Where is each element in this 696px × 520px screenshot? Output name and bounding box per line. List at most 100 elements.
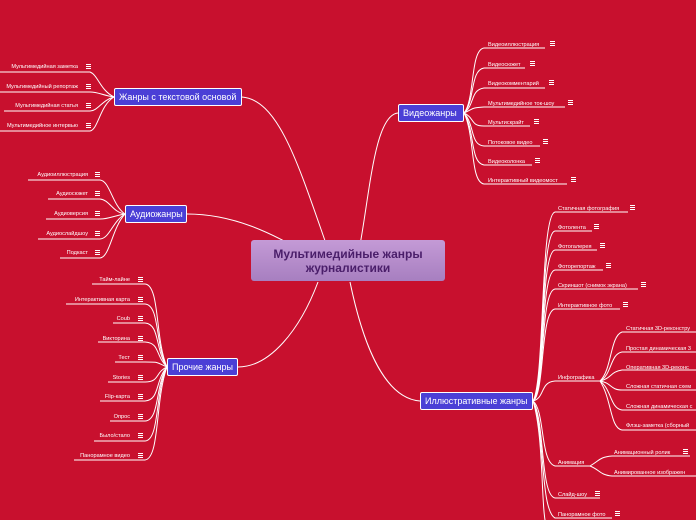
leaf-item[interactable]: Викторина — [96, 335, 130, 343]
notes-icon[interactable] — [568, 100, 573, 105]
notes-icon[interactable] — [138, 414, 143, 419]
leaf-item[interactable]: Мультимедийная статья — [8, 102, 78, 110]
branch-illustrative-genres[interactable]: Иллюстративные жанры — [420, 392, 533, 410]
leaf-item[interactable]: Тест — [112, 354, 130, 362]
leaf-item[interactable]: Flip-карта — [98, 393, 130, 401]
notes-icon[interactable] — [86, 103, 91, 108]
notes-icon[interactable] — [138, 297, 143, 302]
leaf-label: Тест — [118, 355, 130, 361]
leaf-item[interactable]: Фотолента — [558, 224, 586, 232]
leaf-label: Мультимедийное ток-шоу — [488, 101, 555, 107]
notes-icon[interactable] — [535, 158, 540, 163]
animation-node[interactable]: Анимация — [558, 459, 584, 467]
notes-icon[interactable] — [138, 336, 143, 341]
leaf-item[interactable]: Оперативная 3D-реконс — [626, 364, 689, 372]
notes-icon[interactable] — [571, 177, 576, 182]
infographics-node[interactable]: Инфографика — [558, 374, 595, 382]
notes-icon[interactable] — [95, 172, 100, 177]
leaf-item[interactable]: Видеокомментарий — [488, 80, 539, 88]
notes-icon[interactable] — [138, 453, 143, 458]
leaf-label: Видеоиллюстрация — [488, 42, 540, 48]
leaf-item[interactable]: Слайд-шоу — [558, 491, 587, 499]
leaf-item[interactable]: Интерактивный видеомост — [488, 177, 558, 185]
leaf-item[interactable]: Фоторепортаж — [558, 263, 596, 271]
leaf-label: Видеокомментарий — [488, 81, 539, 87]
leaf-item[interactable]: Stories — [104, 374, 130, 382]
notes-icon[interactable] — [543, 139, 548, 144]
notes-icon[interactable] — [86, 64, 91, 69]
leaf-item[interactable]: Тайм-лайне — [92, 276, 130, 284]
notes-icon[interactable] — [95, 191, 100, 196]
leaf-item[interactable]: Опрос — [108, 413, 130, 421]
notes-icon[interactable] — [138, 316, 143, 321]
notes-icon[interactable] — [549, 80, 554, 85]
leaf-label: Оперативная 3D-реконс — [626, 365, 689, 371]
leaf-item[interactable]: Мультимедийное интервью — [0, 122, 78, 130]
notes-icon[interactable] — [138, 277, 143, 282]
notes-icon[interactable] — [623, 302, 628, 307]
notes-icon[interactable] — [138, 394, 143, 399]
notes-icon[interactable] — [606, 263, 611, 268]
leaf-item[interactable]: Подкаст — [60, 249, 88, 257]
notes-icon[interactable] — [550, 41, 555, 46]
notes-icon[interactable] — [630, 205, 635, 210]
leaf-item[interactable]: Мультимедийное ток-шоу — [488, 100, 554, 108]
leaf-item[interactable]: Мультимедийная заметка — [4, 63, 78, 71]
central-topic[interactable]: Мультимедийные жанры журналистики — [251, 240, 445, 281]
notes-icon[interactable] — [641, 282, 646, 287]
branch-audio-genres[interactable]: Аудиожанры — [125, 205, 187, 223]
leaf-item[interactable]: Сложная динамическая с — [626, 403, 692, 411]
leaf-label: Мультискрайт — [488, 120, 524, 126]
leaf-item[interactable]: Фотогалерея — [558, 243, 592, 251]
leaf-item[interactable]: Видеоиллюстрация — [488, 41, 539, 49]
leaf-label: Мультимедийная статья — [15, 103, 78, 109]
leaf-label: Интерактивное фото — [558, 303, 613, 309]
notes-icon[interactable] — [138, 375, 143, 380]
notes-icon[interactable] — [530, 61, 535, 66]
leaf-item[interactable]: Мультимедийный репортаж — [0, 83, 78, 91]
leaf-item[interactable]: Панорамное видео — [70, 452, 130, 460]
leaf-label: Статичная 3D-реконстру — [626, 326, 691, 332]
leaf-item[interactable]: Потоковое видео — [488, 139, 533, 147]
leaf-item[interactable]: Было/стало — [92, 432, 130, 440]
notes-icon[interactable] — [595, 491, 600, 496]
notes-icon[interactable] — [86, 123, 91, 128]
leaf-item[interactable]: Видеоколонка — [488, 158, 525, 166]
notes-icon[interactable] — [594, 224, 599, 229]
leaf-item[interactable]: Аудиосюжет — [48, 190, 88, 198]
leaf-item[interactable]: Скриншот (снимок экрана) — [558, 282, 627, 290]
leaf-item[interactable]: Сложная статичная схем — [626, 383, 691, 391]
notes-icon[interactable] — [95, 231, 100, 236]
leaf-item[interactable]: Статичная 3D-реконстру — [626, 325, 690, 333]
leaf-item[interactable]: Мультискрайт — [488, 119, 524, 127]
notes-icon[interactable] — [138, 355, 143, 360]
leaf-item[interactable]: Анимированное изображен — [614, 469, 685, 477]
branch-text-genres[interactable]: Жанры с текстовой основой — [114, 88, 242, 106]
leaf-item[interactable]: Анимационный ролик — [614, 449, 670, 457]
leaf-item[interactable]: Панорамное фото — [558, 511, 605, 519]
leaf-item[interactable]: Интерактивное фото — [558, 302, 612, 310]
notes-icon[interactable] — [95, 250, 100, 255]
notes-icon[interactable] — [600, 243, 605, 248]
leaf-item[interactable]: Аудиослайдшоу — [38, 230, 88, 238]
notes-icon[interactable] — [534, 119, 539, 124]
leaf-item[interactable]: Видеосюжет — [488, 61, 521, 69]
leaf-item[interactable]: Интерактивная карта — [62, 296, 130, 304]
branch-video-genres[interactable]: Видеожанры — [398, 104, 464, 122]
leaf-label: Мультимедийное интервью — [6, 123, 78, 129]
notes-icon[interactable] — [615, 511, 620, 516]
notes-icon[interactable] — [138, 433, 143, 438]
leaf-item[interactable]: Флэш-заметка (сборный — [626, 422, 689, 430]
notes-icon[interactable] — [95, 211, 100, 216]
notes-icon[interactable] — [683, 449, 688, 454]
leaf-item[interactable]: Coub — [110, 315, 130, 323]
leaf-item[interactable]: Статичная фотография — [558, 205, 619, 213]
leaf-label: Викторина — [102, 336, 130, 342]
notes-icon[interactable] — [86, 84, 91, 89]
leaf-item[interactable]: Простая динамическая 3 — [626, 345, 691, 353]
leaf-item[interactable]: Аудиоверсия — [46, 210, 88, 218]
leaf-label: Интерактивная карта — [74, 297, 130, 303]
branch-other-genres[interactable]: Прочие жанры — [167, 358, 238, 376]
leaf-label: Скриншот (снимок экрана) — [558, 283, 627, 289]
leaf-item[interactable]: Аудиоиллюстрация — [28, 171, 88, 179]
